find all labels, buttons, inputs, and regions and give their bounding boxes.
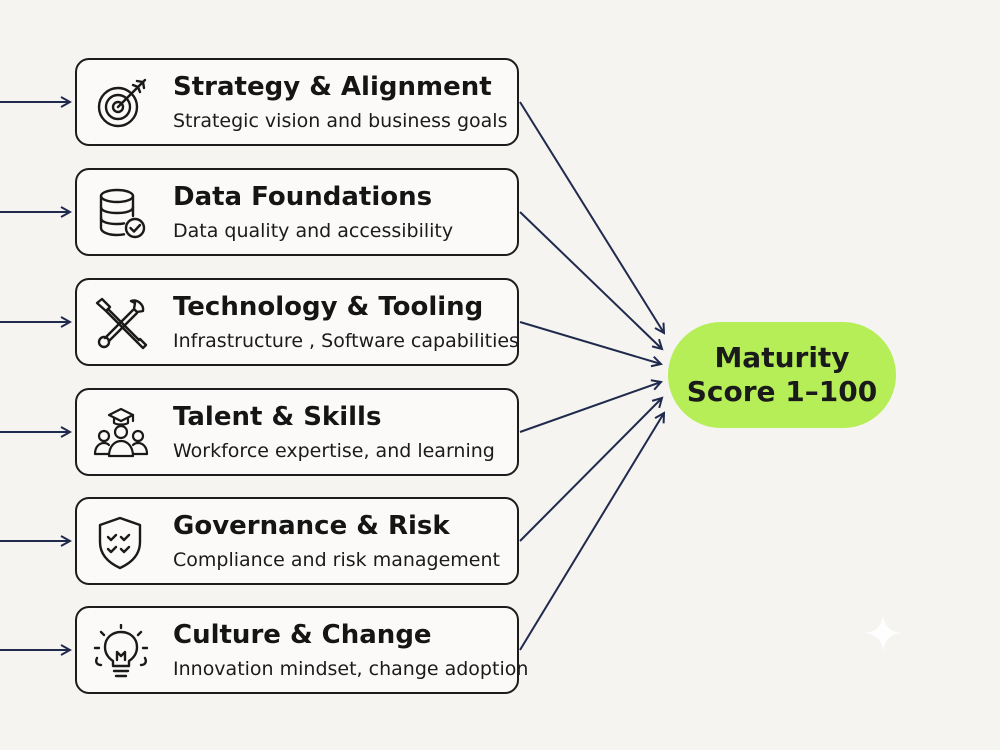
wrench-screwdriver-icon <box>95 297 148 350</box>
factor-title: Technology & Tooling <box>173 292 484 322</box>
lightbulb-icon <box>93 624 149 678</box>
sparkle-icon <box>864 614 902 652</box>
factor-title: Strategy & Alignment <box>173 72 492 102</box>
factor-description: Compliance and risk management <box>173 549 500 571</box>
factor-title: Governance & Risk <box>173 511 450 541</box>
graduation-team-icon <box>93 407 149 458</box>
factor-to-score-arrow <box>519 398 662 542</box>
factor-card-technology: Technology & Tooling Infrastructure , So… <box>75 278 519 366</box>
factor-to-score-arrow <box>519 211 662 349</box>
factor-description: Data quality and accessibility <box>173 220 454 242</box>
factor-title: Data Foundations <box>173 182 433 212</box>
target-icon <box>97 78 147 128</box>
factor-title: Talent & Skills <box>173 402 382 432</box>
score-label-line1: Maturity <box>714 341 850 374</box>
database-check-icon <box>99 188 146 239</box>
factor-title: Culture & Change <box>173 620 432 650</box>
factor-card-strategy: Strategy & Alignment Strategic vision an… <box>75 58 519 146</box>
factor-card-talent: Talent & Skills Workforce expertise, and… <box>75 388 519 476</box>
factor-to-score-arrow <box>519 413 664 651</box>
factor-to-score-arrow <box>519 382 661 433</box>
factor-description: Infrastructure , Software capabilities <box>173 330 519 352</box>
shield-check-icon <box>98 516 142 570</box>
factor-card-data: Data Foundations Data quality and access… <box>75 168 519 256</box>
factor-card-culture: Culture & Change Innovation mindset, cha… <box>75 606 528 694</box>
maturity-score-node: Maturity Score 1–100 <box>668 322 896 428</box>
factor-to-score-arrow <box>519 321 661 364</box>
factor-description: Workforce expertise, and learning <box>173 440 495 462</box>
factor-description: Innovation mindset, change adoption <box>173 658 529 680</box>
factor-to-score-arrow <box>519 101 664 333</box>
factor-description: Strategic vision and business goals <box>173 110 508 132</box>
score-label-line2: Score 1–100 <box>686 375 878 408</box>
factor-card-governance: Governance & Risk Compliance and risk ma… <box>75 497 519 585</box>
